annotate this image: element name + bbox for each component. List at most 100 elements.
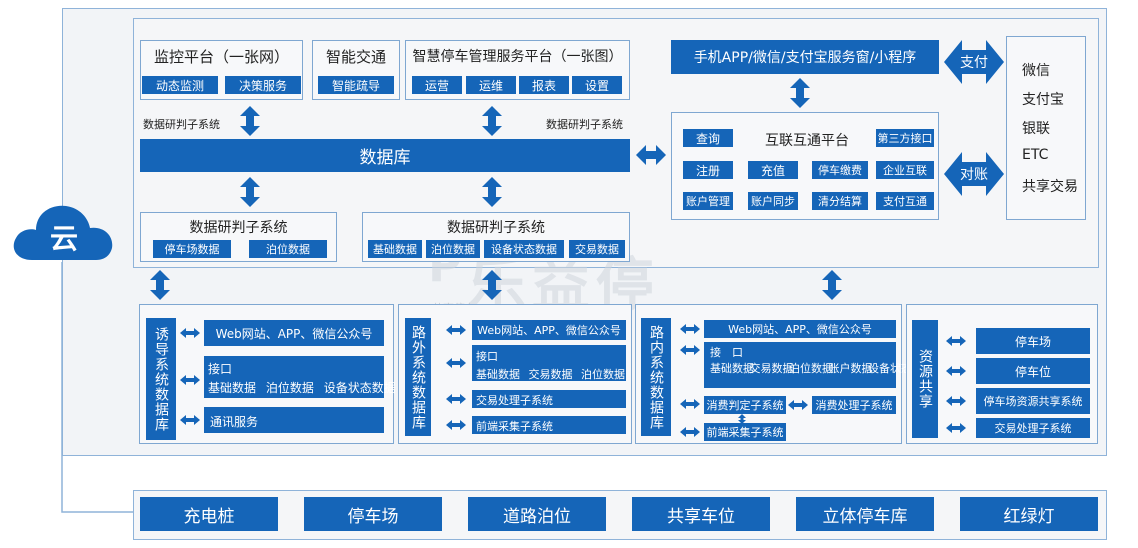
- interconnect-item-pay-interop[interactable]: 支付互通: [876, 192, 934, 210]
- small-double-arrow: [680, 427, 700, 437]
- arrow-db-subsys-b: [482, 177, 502, 207]
- interconnect-item-account-mgmt[interactable]: 账户管理: [683, 192, 733, 210]
- subsys-b-item-trade[interactable]: 交易数据: [569, 240, 625, 258]
- interconnect-item-parking-fee[interactable]: 停车缴费: [812, 161, 868, 179]
- arrow-platform-guide: [150, 270, 170, 300]
- offroad-db-title: 路外系统数据库: [405, 318, 431, 436]
- arrow-app-interconnect: [790, 78, 810, 108]
- small-double-arrow: [180, 415, 200, 425]
- resource-item-lot[interactable]: 停车场: [976, 328, 1090, 354]
- interconnect-item-register[interactable]: 注册: [683, 161, 733, 179]
- arrow-db-subsys-a: [240, 177, 260, 207]
- payment-method-unionpay: 银联: [1022, 121, 1050, 137]
- guide-db-interface[interactable]: 接口 基础数据 泊位数据 设备状态数据: [204, 356, 396, 398]
- monitor-item-dynamic[interactable]: 动态监测: [142, 76, 218, 94]
- arrow-mgmt-db: [482, 106, 502, 136]
- payment-method-alipay: 支付宝: [1022, 92, 1064, 108]
- subsys-b-item-device[interactable]: 设备状态数据: [484, 240, 564, 258]
- resource-item-space[interactable]: 停车位: [976, 358, 1090, 384]
- subsys-b-item-basic[interactable]: 基础数据: [368, 240, 422, 258]
- monitor-item-decision[interactable]: 决策服务: [225, 76, 301, 94]
- small-double-arrow: [180, 375, 200, 385]
- cloud-label: 云: [49, 222, 78, 255]
- small-double-arrow: [446, 394, 466, 404]
- parking-mgmt-item-report[interactable]: 报表: [519, 76, 569, 94]
- bottom-stereo-garage[interactable]: 立体停车库: [796, 497, 934, 531]
- parking-mgmt-item-settings[interactable]: 设置: [572, 76, 622, 94]
- onroad-db-consume-judge[interactable]: 消费判定子系统: [704, 396, 786, 414]
- offroad-db-front[interactable]: 前端采集子系统: [472, 416, 626, 434]
- small-vertical-arrow: [738, 414, 746, 424]
- interconnect-title: 互联互通平台: [765, 133, 849, 149]
- interconnect-item-clearing[interactable]: 清分结算: [812, 192, 868, 210]
- app-service-bar[interactable]: 手机APP/微信/支付宝服务窗/小程序: [671, 40, 939, 74]
- small-double-arrow: [946, 423, 966, 433]
- small-double-arrow: [946, 366, 966, 376]
- guide-db-title: 诱导系统数据库: [146, 318, 176, 440]
- database-bar[interactable]: 数据库: [140, 139, 630, 172]
- small-double-arrow: [680, 399, 700, 409]
- bottom-traffic-light[interactable]: 红绿灯: [960, 497, 1098, 531]
- interconnect-item-query[interactable]: 查询: [683, 129, 733, 147]
- offroad-db-trade[interactable]: 交易处理子系统: [472, 390, 626, 408]
- subsys-b-item-berth[interactable]: 泊位数据: [426, 240, 480, 258]
- subsys-a-item-berth[interactable]: 泊位数据: [249, 240, 327, 258]
- interconnect-item-account-sync[interactable]: 账户同步: [748, 192, 798, 210]
- guide-db-comm[interactable]: 通讯服务: [204, 407, 384, 433]
- onroad-db-front[interactable]: 前端采集子系统: [704, 423, 786, 441]
- offroad-db-iface-trade: 交易数据: [528, 368, 573, 381]
- guide-db-iface-device: 设备状态数据: [323, 381, 396, 395]
- guide-db-iface-basic: 基础数据: [208, 381, 257, 395]
- bottom-charging[interactable]: 充电桩: [140, 497, 278, 531]
- small-double-arrow: [446, 358, 466, 368]
- payment-arrow: [944, 40, 1004, 84]
- interconnect-item-enterprise[interactable]: 企业互联: [876, 161, 934, 179]
- subsys-label-right: 数据研判子系统: [546, 118, 623, 131]
- bottom-road-berth[interactable]: 道路泊位: [468, 497, 606, 531]
- payment-method-etc: ETC: [1022, 147, 1049, 163]
- resource-item-share-system[interactable]: 停车场资源共享系统: [976, 388, 1090, 414]
- onroad-db-web[interactable]: Web网站、APP、微信公众号: [704, 320, 896, 338]
- subsys-a-item-lot[interactable]: 停车场数据: [153, 240, 231, 258]
- interconnect-item-third-party[interactable]: 第三方接口: [876, 129, 934, 147]
- onroad-db-interface-title: 接 口: [710, 346, 743, 359]
- bottom-frame: [133, 490, 1107, 540]
- small-double-arrow: [680, 345, 700, 355]
- parking-mgmt-item-maintain[interactable]: 运维: [466, 76, 516, 94]
- monitor-title: 监控平台（一张网）: [153, 48, 289, 66]
- small-double-arrow: [446, 325, 466, 335]
- subsys-label-left: 数据研判子系统: [143, 118, 220, 131]
- traffic-title: 智能交通: [325, 48, 386, 66]
- arrow-platform-offroad: [482, 270, 502, 300]
- cloud-icon: [13, 205, 113, 260]
- reconcile-arrow: [944, 152, 1004, 196]
- small-double-arrow: [788, 400, 808, 410]
- offroad-db-iface-berth: 泊位数据: [581, 368, 625, 381]
- small-double-arrow: [680, 324, 700, 334]
- small-double-arrow: [946, 336, 966, 346]
- traffic-item-guide[interactable]: 智能疏导: [318, 76, 394, 94]
- offroad-db-interface-title: 接口: [476, 350, 498, 363]
- interconnect-item-recharge[interactable]: 充值: [748, 161, 798, 179]
- bottom-shared-space[interactable]: 共享车位: [632, 497, 770, 531]
- reconcile-label: 对账: [960, 167, 988, 183]
- parking-mgmt-item-operate[interactable]: 运营: [412, 76, 462, 94]
- guide-db-web[interactable]: Web网站、APP、微信公众号: [204, 320, 384, 346]
- payment-label: 支付: [960, 55, 988, 71]
- offroad-db-web[interactable]: Web网站、APP、微信公众号: [472, 320, 626, 340]
- small-double-arrow: [946, 396, 966, 406]
- resource-title: 资源共享: [912, 320, 938, 438]
- onroad-db-title: 路内系统数据库: [641, 318, 671, 436]
- subsys-a-title: 数据研判子系统: [189, 220, 288, 236]
- guide-db-interface-title: 接口: [208, 362, 233, 376]
- resource-item-trade[interactable]: 交易处理子系统: [976, 418, 1090, 438]
- small-double-arrow: [180, 328, 200, 338]
- arrow-platform-onroad: [822, 270, 842, 300]
- payment-method-wechat: 微信: [1022, 63, 1050, 79]
- arrow-db-interconnect: [636, 145, 666, 165]
- subsys-b-title: 数据研判子系统: [447, 220, 545, 236]
- onroad-db-consume-proc[interactable]: 消费处理子系统: [812, 396, 896, 414]
- offroad-db-interface[interactable]: 接口 基础数据 交易数据 泊位数据: [472, 345, 626, 381]
- bottom-parking-lot[interactable]: 停车场: [304, 497, 442, 531]
